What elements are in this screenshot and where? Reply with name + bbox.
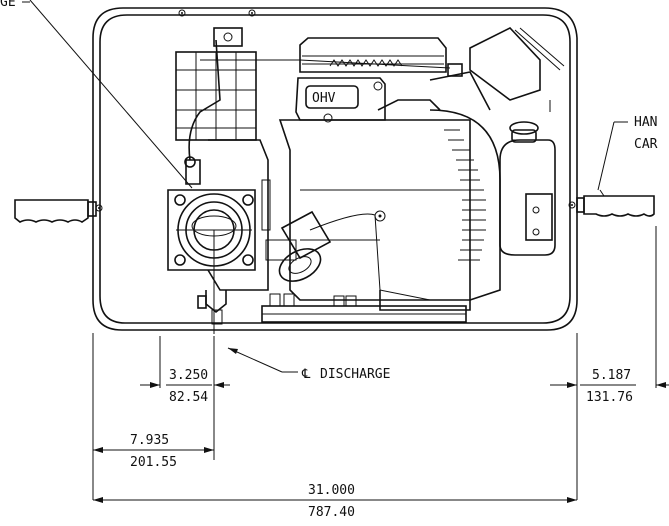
fuel-tank [499, 100, 556, 256]
dim-overall-width-in: 31.000 [308, 483, 355, 498]
dim-handle-extension-in: 5.187 [592, 368, 631, 383]
dim-discharge-offset-in: 3.250 [169, 368, 208, 383]
dim-frame-to-discharge-mm: 201.55 [130, 455, 177, 470]
handle-callout-line2: CAR [634, 137, 658, 152]
roll-frame [92, 7, 578, 331]
right-handle [568, 189, 655, 217]
dim-overall-width [93, 497, 577, 503]
dim-discharge-offset-mm: 82.54 [169, 390, 208, 405]
left-handle [14, 199, 103, 223]
engine: OHV [200, 27, 565, 323]
dim-handle-extension [550, 382, 669, 388]
dim-overall-width-mm: 787.40 [308, 505, 355, 520]
centerline-symbol: ℄ [301, 367, 311, 382]
left-callout-label: GE [0, 0, 16, 10]
discharge-centerline-leader [227, 347, 298, 373]
dim-handle-extension-mm: 131.76 [586, 390, 633, 405]
discharge-label: DISCHARGE [320, 367, 390, 382]
callout-leaders [22, 0, 628, 191]
dim-frame-to-discharge-in: 7.935 [130, 433, 169, 448]
handle-callout-line1: HAN [634, 115, 657, 130]
dim-discharge-offset [140, 382, 230, 388]
ohv-badge: OHV [312, 91, 336, 106]
dim-frame-to-discharge [93, 447, 214, 453]
extension-lines [92, 226, 657, 500]
water-pump [167, 27, 297, 325]
